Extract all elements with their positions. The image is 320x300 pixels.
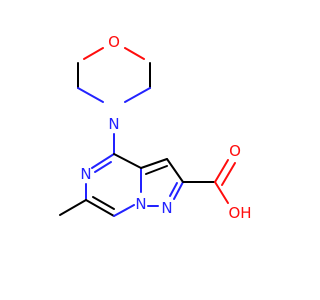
bond-c-n-morph-right xyxy=(124,87,151,103)
bond-c2-n1-double xyxy=(169,182,178,197)
bond-c6-c7 xyxy=(85,199,115,217)
molecule-structure-diagram: O N N N N OH O xyxy=(59,33,252,222)
bond-c3-c2 xyxy=(166,158,184,183)
morpholine-ring xyxy=(77,47,151,103)
bond-c4-n5-double xyxy=(94,161,112,173)
bond-c3a-c3 xyxy=(140,158,168,169)
bond-c2-n1 xyxy=(173,181,184,200)
atom-morpholine-oxygen: O xyxy=(108,33,120,51)
atom-carbonyl-oxygen: O xyxy=(229,142,241,160)
bond-carboxyl-c-o xyxy=(214,159,229,183)
pyrazine-ring xyxy=(85,153,142,217)
atom-pyrazine-nitrogen: N xyxy=(80,165,91,183)
bond-carboxyl-c-oh xyxy=(214,181,229,204)
pyrazole-ring xyxy=(140,158,184,207)
atom-morpholine-nitrogen: N xyxy=(108,115,119,133)
carboxylic-acid-group xyxy=(182,159,236,204)
bond-c4-n5 xyxy=(91,153,115,169)
bond-c7-nbridge xyxy=(113,204,135,217)
bond-c6-methyl xyxy=(59,199,87,216)
atom-carboxyl-hydroxyl: OH xyxy=(228,204,251,222)
bond-c-n-morph-left xyxy=(77,87,104,103)
bond-o-c-morph-1 xyxy=(124,47,145,60)
atom-bridgehead-nitrogen: N xyxy=(135,195,146,213)
bond-o-c-morph-2 xyxy=(83,47,104,60)
atom-pyrazole-nitrogen: N xyxy=(161,199,172,217)
bond-c3a-c4 xyxy=(113,153,142,169)
bond-c6-c7-double xyxy=(92,196,115,210)
bond-carboxyl-c-o-double xyxy=(221,162,236,186)
bond-c3a-c3-double xyxy=(145,165,168,175)
